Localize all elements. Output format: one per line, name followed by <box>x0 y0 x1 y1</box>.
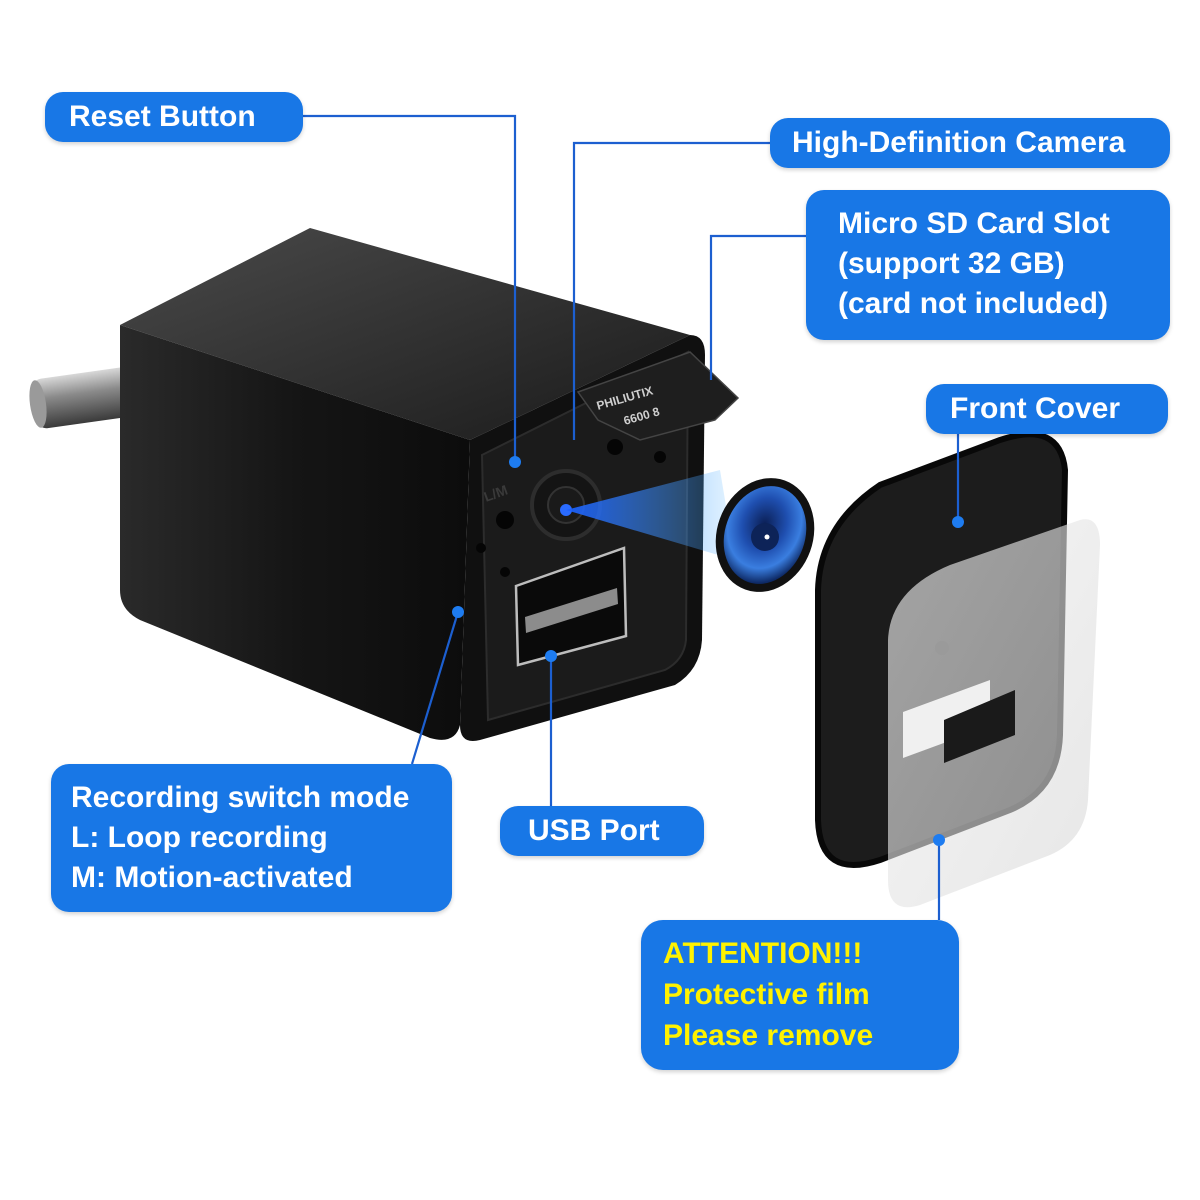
leader-reset <box>303 114 517 462</box>
callout-text: (card not included) <box>838 287 1108 320</box>
callout-usb-port: USB Port <box>500 806 704 856</box>
leader-lines <box>303 114 960 920</box>
callout-text: ATTENTION!!! <box>663 937 863 970</box>
charger-body <box>120 228 705 741</box>
callout-attention-film: ATTENTION!!! Protective film Please remo… <box>641 920 959 1070</box>
mode-switch-label: L/M <box>482 482 510 505</box>
callout-text: Protective film <box>663 978 870 1011</box>
callout-text: USB Port <box>528 814 660 847</box>
callout-text: Please remove <box>663 1019 874 1052</box>
callout-front-cover: Front Cover <box>926 384 1168 434</box>
callout-text: (support 32 GB) <box>838 247 1065 280</box>
callout-reset-button: Reset Button <box>45 92 303 142</box>
micro-sd-card: PHILIUTIX 6600 8 <box>576 351 740 441</box>
light-beam <box>566 470 735 560</box>
callout-recording-switch: Recording switch mode L: Loop recording … <box>51 764 452 912</box>
usb-port <box>514 546 628 667</box>
callout-text: L: Loop recording <box>71 821 328 854</box>
front-cover <box>815 431 1100 908</box>
leader-camera <box>572 141 770 440</box>
camera-lens <box>715 478 815 592</box>
leader-record <box>410 611 460 765</box>
plug-pin <box>29 366 146 429</box>
callout-hd-camera: High-Definition Camera <box>770 118 1170 168</box>
callout-micro-sd-slot: Micro SD Card Slot (support 32 GB) (card… <box>806 190 1170 340</box>
callout-text: High-Definition Camera <box>792 126 1126 159</box>
callout-text: Micro SD Card Slot <box>838 207 1110 240</box>
callout-text: Front Cover <box>950 392 1121 425</box>
callout-text: M: Motion-activated <box>71 861 353 894</box>
leader-dots <box>452 456 964 846</box>
callout-text: Recording switch mode <box>71 781 410 814</box>
leader-sd <box>709 234 806 380</box>
callout-text: Reset Button <box>69 100 256 133</box>
